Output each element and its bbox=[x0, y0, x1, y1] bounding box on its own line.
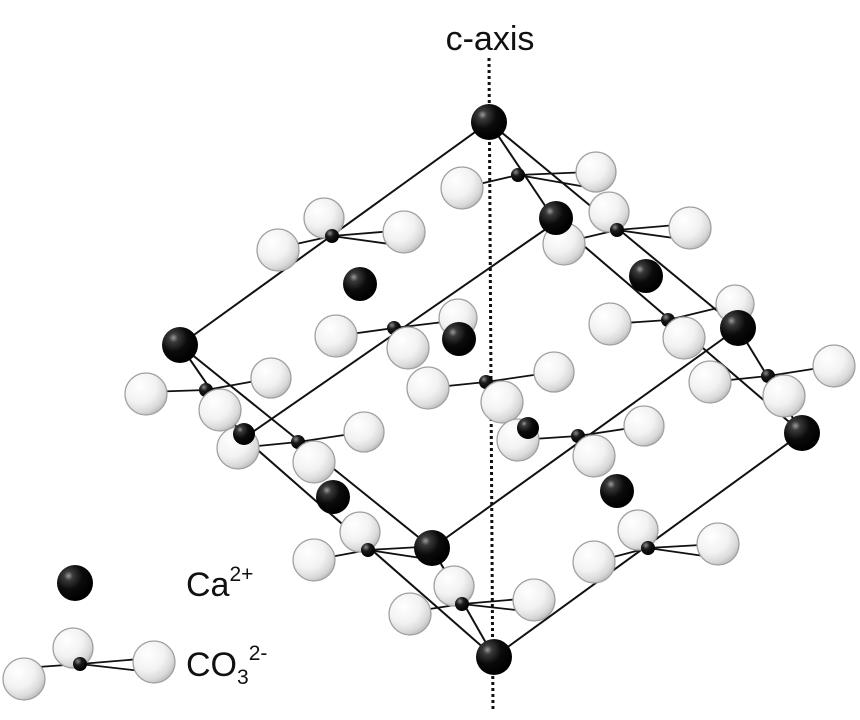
c-axis-line bbox=[487, 57, 495, 713]
calcium-atom bbox=[539, 201, 573, 235]
calcium-atom bbox=[629, 259, 663, 293]
legend-item-calcium: Ca2+ bbox=[57, 563, 253, 604]
carbon-atom bbox=[641, 541, 655, 555]
oxygen-atom bbox=[688, 360, 732, 404]
oxygen-atom bbox=[303, 197, 345, 239]
oxygen-atom bbox=[124, 372, 168, 416]
oxygen-atom bbox=[617, 509, 659, 551]
legend-oxygen-swatch bbox=[132, 640, 176, 684]
calcium-ions bbox=[162, 104, 820, 675]
oxygen-atom bbox=[256, 228, 300, 272]
calcium-atom bbox=[442, 322, 476, 356]
carbonate-group bbox=[440, 151, 617, 210]
oxygen-atom bbox=[668, 206, 712, 250]
calcium-atom bbox=[471, 104, 507, 140]
calcium-atom bbox=[720, 310, 756, 346]
carbonate-group bbox=[496, 405, 665, 478]
oxygen-atom bbox=[388, 592, 432, 636]
carbonate-group bbox=[256, 197, 426, 272]
oxygen-atom bbox=[512, 578, 556, 622]
legend-carbonate-charge: 2- bbox=[249, 642, 268, 665]
calcium-atom bbox=[517, 417, 539, 439]
oxygen-atom bbox=[382, 210, 426, 254]
legend-carbon-swatch bbox=[73, 657, 87, 671]
carbonate-group bbox=[406, 351, 575, 424]
oxygen-atom bbox=[533, 351, 575, 393]
calcium-atom bbox=[162, 327, 198, 363]
oxygen-atom bbox=[572, 540, 616, 584]
carbonate-group bbox=[216, 411, 385, 484]
legend-calcium-label: Ca2+ bbox=[186, 563, 253, 604]
legend-item-carbonate: CO32- bbox=[2, 627, 267, 701]
legend-carbonate-base: CO bbox=[186, 646, 237, 684]
oxygen-atom bbox=[314, 314, 358, 358]
calcium-atom bbox=[316, 480, 350, 514]
oxygen-atom bbox=[339, 511, 381, 553]
carbon-atom bbox=[455, 597, 469, 611]
carbon-atom bbox=[610, 223, 624, 237]
oxygen-atom bbox=[662, 316, 706, 360]
legend-calcium-charge: 2+ bbox=[229, 563, 253, 586]
carbon-atom bbox=[325, 229, 339, 243]
carbon-atom bbox=[361, 543, 375, 557]
oxygen-atom bbox=[406, 366, 450, 410]
oxygen-atom bbox=[480, 380, 524, 424]
legend-oxygen-swatch bbox=[2, 657, 46, 701]
legend-carbonate-subscript: 3 bbox=[237, 666, 249, 689]
oxygen-atom bbox=[696, 522, 740, 566]
oxygen-atom bbox=[292, 440, 336, 484]
oxygen-atom bbox=[623, 405, 665, 447]
legend: Ca2+ CO32- bbox=[2, 563, 267, 701]
oxygen-atom bbox=[588, 191, 630, 233]
oxygen-atom bbox=[386, 326, 430, 370]
legend-calcium-swatch bbox=[57, 565, 93, 601]
calcium-atom bbox=[476, 639, 512, 675]
oxygen-atom bbox=[812, 344, 856, 388]
carbonate-group bbox=[572, 509, 740, 584]
oxygen-atom bbox=[343, 411, 385, 453]
legend-oxygen-swatch bbox=[52, 627, 94, 669]
oxygen-atom bbox=[440, 166, 484, 210]
oxygen-atom bbox=[575, 151, 617, 193]
oxygen-atom bbox=[198, 388, 242, 432]
carbonate-group bbox=[388, 565, 556, 636]
calcium-atom bbox=[784, 415, 820, 451]
carbonate-group bbox=[124, 357, 292, 432]
c-axis-label: c-axis bbox=[446, 20, 535, 58]
carbonate-group bbox=[688, 344, 856, 418]
oxygen-atom bbox=[292, 538, 336, 582]
oxygen-atom bbox=[250, 357, 292, 399]
calcium-atom bbox=[414, 530, 450, 566]
calcium-atom bbox=[343, 267, 377, 301]
carbon-atom bbox=[511, 168, 525, 182]
carbonate-group bbox=[542, 191, 712, 266]
oxygen-atom bbox=[572, 434, 616, 478]
oxygen-atom bbox=[433, 565, 475, 607]
carbonate-groups bbox=[124, 151, 856, 636]
oxygen-atom bbox=[762, 374, 806, 418]
calcium-atom bbox=[233, 423, 255, 445]
legend-carbonate-label: CO32- bbox=[186, 642, 267, 689]
calcium-atom bbox=[600, 474, 634, 508]
oxygen-atom bbox=[588, 302, 632, 346]
legend-calcium-base: Ca bbox=[186, 566, 230, 604]
